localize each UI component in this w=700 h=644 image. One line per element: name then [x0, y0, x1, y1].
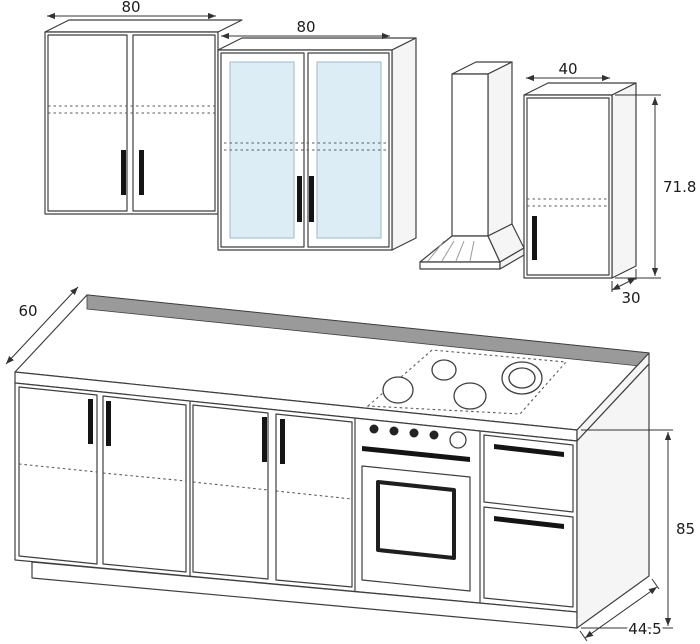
hood-duct-side	[487, 61, 513, 237]
hood-hatching	[427, 240, 475, 262]
base-cabinets-view: 60 85 44.5	[5, 286, 698, 642]
base-cabinet-left	[18, 386, 187, 573]
burner	[453, 382, 487, 410]
cabinet-side-face	[611, 82, 637, 279]
countertop	[14, 294, 650, 442]
burner-large-inner-ring	[508, 367, 536, 389]
shelf-dashed-line	[192, 481, 269, 491]
cooktop	[366, 349, 568, 415]
cabinet-door	[526, 97, 610, 276]
cabinet-top-face	[217, 37, 417, 51]
door-handle	[262, 417, 267, 462]
cabinet-door-left	[47, 34, 128, 212]
dim-label-80-glass: 80	[296, 18, 315, 36]
oven-dial	[449, 431, 467, 449]
base-door-right	[102, 395, 187, 573]
dim-label-44-5: 44.5	[628, 620, 661, 638]
shelf-dashed-lines	[48, 105, 215, 114]
door-handle	[139, 150, 144, 195]
wall-cabinet-double-door	[44, 19, 243, 215]
oven-window	[376, 480, 456, 560]
base-door-left	[18, 386, 98, 565]
oven-handle-bar	[362, 446, 470, 462]
hood-canopy-rim	[419, 261, 501, 270]
base-cabinet-middle	[192, 404, 353, 588]
dim-label-40: 40	[558, 60, 577, 78]
dim-depth-30: 30	[611, 269, 643, 310]
dim-label-85: 85	[676, 520, 695, 538]
door-handle	[88, 399, 93, 444]
dim-height-71-8: 71.8	[615, 94, 699, 279]
cabinet-door-right	[132, 34, 216, 212]
dim-width-40: 40	[526, 58, 610, 82]
shelf-dashed-line	[275, 490, 353, 500]
door-handle	[297, 176, 302, 222]
hood-duct-front	[451, 73, 489, 237]
shelf-dashed-line	[18, 463, 98, 473]
door-handle	[532, 216, 537, 260]
dim-depth-60: 60	[5, 286, 79, 365]
door-handle	[309, 176, 314, 222]
wall-cabinet-glass	[217, 37, 417, 251]
wall-cabinets-view: 80 80 40 71.8 30	[44, 0, 699, 310]
oven-knob	[409, 428, 419, 438]
cabinet-top-face	[44, 19, 243, 33]
dim-width-44-5: 44.5	[579, 578, 664, 642]
wall-cabinet-single-door	[523, 82, 637, 279]
oven-unit	[361, 424, 471, 592]
shelf-dashed-lines	[527, 198, 609, 207]
dim-label-71-8: 71.8	[663, 178, 696, 196]
burner	[431, 359, 457, 381]
oven-knob	[429, 430, 439, 440]
cabinet-side-face	[391, 37, 417, 251]
burner	[382, 376, 414, 404]
extractor-hood	[419, 61, 525, 270]
door-handle	[280, 419, 285, 464]
dim-label-80-left: 80	[121, 0, 140, 16]
dim-height-85: 85	[581, 429, 698, 629]
hood-flare-front	[419, 235, 501, 263]
dim-label-60: 60	[18, 302, 37, 320]
glass-pane-right	[316, 61, 382, 239]
cooktop-outline-dashed	[366, 349, 568, 415]
base-door-right	[275, 413, 353, 588]
base-door-left	[192, 404, 269, 580]
door-handle	[106, 401, 111, 446]
drawer-handle	[494, 444, 564, 457]
drawer-front-bottom	[483, 506, 574, 608]
oven-knob	[389, 426, 399, 436]
dim-label-30: 30	[621, 289, 640, 307]
dim-width-80-left: 80	[47, 0, 216, 20]
oven-knob	[369, 424, 379, 434]
drawer-handle	[494, 516, 564, 529]
glass-pane-left	[229, 61, 295, 239]
dim-width-80-glass: 80	[221, 16, 390, 40]
door-handle	[121, 150, 126, 195]
drawer-unit	[483, 434, 574, 608]
